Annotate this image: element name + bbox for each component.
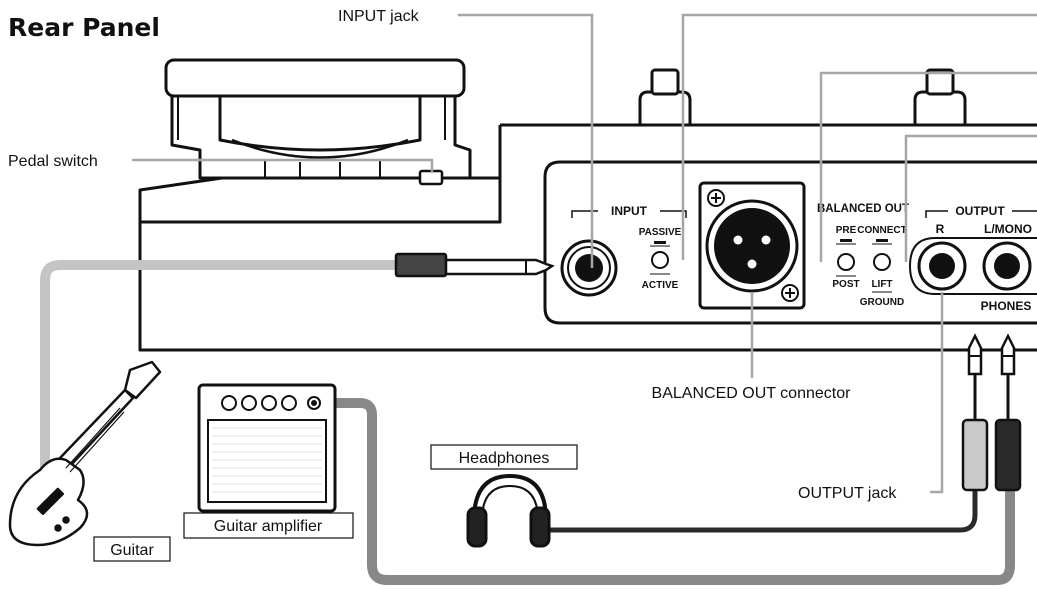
pre-label: PRE	[836, 225, 857, 236]
guitar-amplifier-label-box	[183, 512, 354, 539]
phones-label: PHONES	[981, 299, 1032, 313]
guitar-amplifier-icon	[197, 383, 337, 513]
active-label: ACTIVE	[642, 280, 679, 291]
guitar-icon	[8, 360, 162, 547]
effect-unit	[138, 68, 1037, 352]
passive-active-switch	[651, 251, 669, 269]
headphones-label: Headphones	[459, 450, 550, 467]
xlr-connector	[698, 181, 806, 310]
guitar-label-box	[93, 536, 171, 562]
output-jack-callout: OUTPUT jack	[798, 485, 897, 502]
plug-tip	[444, 258, 555, 276]
headphones-icon	[466, 473, 551, 548]
input-section: INPUT PASSIVE ACTIVE	[560, 204, 687, 297]
amp-cable	[309, 398, 1015, 585]
lift-label: LIFT	[871, 279, 892, 290]
output-plug-l-mono	[994, 333, 1022, 492]
balanced-out-connector-callout: BALANCED OUT connector	[652, 385, 852, 402]
l-mono-label: L/MONO	[984, 222, 1032, 236]
output-section: OUTPUT R L/MONO PHONES	[908, 204, 1037, 313]
balanced-out-heading: BALANCED OUT	[817, 203, 909, 215]
headphones-label-box	[430, 444, 578, 470]
output-plug-r	[961, 333, 989, 492]
pedal-switch-callout: Pedal switch	[8, 153, 98, 170]
ground-label: GROUND	[860, 297, 904, 308]
page-title: Rear Panel	[8, 13, 160, 42]
guitar-plug	[394, 252, 448, 278]
input-heading: INPUT	[611, 204, 648, 218]
output-heading: OUTPUT	[955, 204, 1005, 218]
guitar-cable	[40, 260, 405, 471]
ground-lift-switch	[873, 253, 891, 271]
post-label: POST	[832, 279, 859, 290]
guitar-label: Guitar	[110, 542, 154, 559]
pre-post-switch	[837, 253, 855, 271]
connect-label: CONNECT	[857, 225, 906, 236]
guitar-amplifier-label: Guitar amplifier	[214, 518, 323, 535]
headphone-cable	[537, 487, 978, 533]
passive-label: PASSIVE	[639, 227, 682, 238]
r-label: R	[936, 222, 945, 236]
expression-pedal	[138, 58, 502, 224]
leader-lines	[132, 13, 1037, 494]
balanced-out-section: BALANCED OUT PRE POST CONNECT LIFT GROUN…	[817, 203, 909, 308]
input-jack-callout: INPUT jack	[338, 8, 420, 25]
